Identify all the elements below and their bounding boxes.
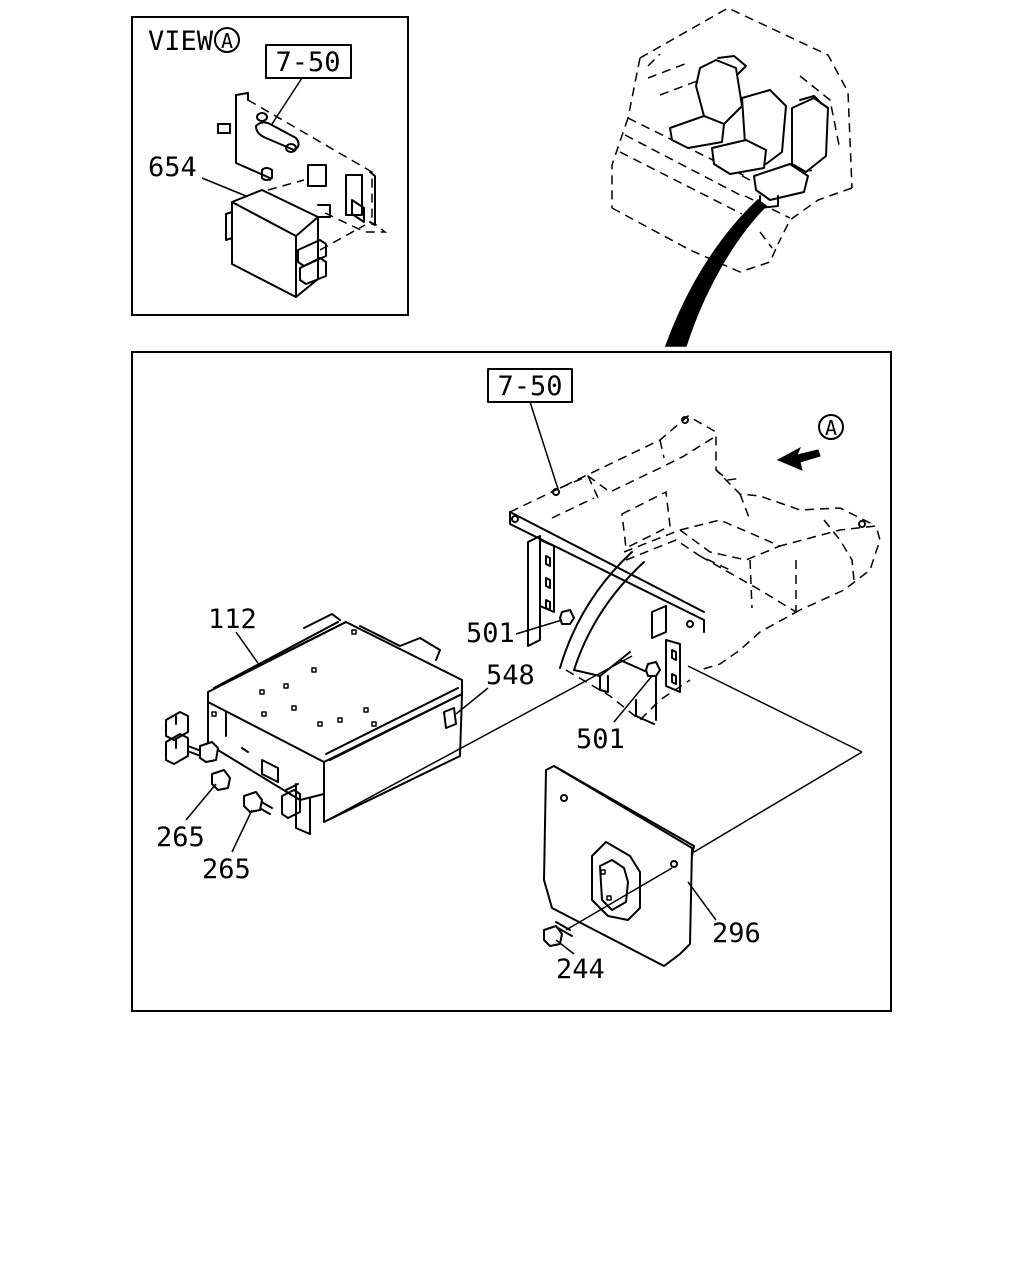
inset-ref-box bbox=[265, 44, 352, 79]
leader-265-lower bbox=[231, 809, 253, 853]
bolt-265-left bbox=[187, 741, 231, 791]
main-assembly: 7-50 A bbox=[131, 351, 892, 1012]
leader-548 bbox=[455, 687, 489, 715]
nut-501-lower bbox=[645, 661, 661, 677]
ecu-box bbox=[165, 613, 463, 835]
label-501-lower: 501 bbox=[576, 724, 625, 755]
leader-501-upper bbox=[515, 619, 563, 635]
inset-bracket bbox=[217, 92, 388, 251]
arrow-a-circle bbox=[818, 414, 844, 440]
main-ref-leader bbox=[529, 401, 560, 493]
nut-501-upper bbox=[559, 609, 575, 625]
leader-112 bbox=[235, 631, 261, 667]
pointer-curve bbox=[664, 199, 768, 347]
cab-overview bbox=[611, 7, 853, 347]
arrow-a-letter: A bbox=[825, 416, 837, 440]
alignment-line-cover-b bbox=[693, 751, 863, 853]
leader-244 bbox=[555, 939, 575, 955]
seat-frame bbox=[509, 415, 881, 725]
bolt-265-right bbox=[243, 791, 273, 815]
view-a-inset: VIEW A 7-50 bbox=[131, 16, 409, 316]
leader-296 bbox=[687, 881, 717, 921]
cover-plate bbox=[543, 765, 695, 967]
label-265-lower: 265 bbox=[202, 854, 251, 885]
leader-654 bbox=[201, 177, 247, 197]
inset-frame bbox=[131, 16, 409, 316]
leader-265-upper bbox=[185, 783, 217, 821]
view-letter: A bbox=[221, 29, 233, 53]
label-244: 244 bbox=[556, 954, 605, 985]
label-296: 296 bbox=[712, 918, 761, 949]
bolt-244 bbox=[543, 921, 573, 947]
label-654: 654 bbox=[148, 152, 197, 183]
view-label: VIEW bbox=[148, 26, 214, 57]
main-ref-label: 7-50 bbox=[497, 371, 562, 402]
view-letter-circle bbox=[214, 27, 240, 53]
inset-module bbox=[225, 189, 331, 298]
label-112: 112 bbox=[208, 604, 257, 635]
alignment-line-cover-a bbox=[687, 665, 863, 753]
inset-ref-label: 7-50 bbox=[275, 47, 340, 78]
label-265-upper: 265 bbox=[156, 822, 205, 853]
main-frame bbox=[131, 351, 892, 1012]
label-501-upper: 501 bbox=[466, 618, 515, 649]
view-direction-arrow bbox=[776, 446, 821, 471]
label-548: 548 bbox=[486, 660, 535, 691]
alignment-line-ecu bbox=[323, 655, 633, 823]
leader-501-lower bbox=[613, 675, 653, 723]
alignment-line-bolt-244 bbox=[565, 867, 673, 931]
